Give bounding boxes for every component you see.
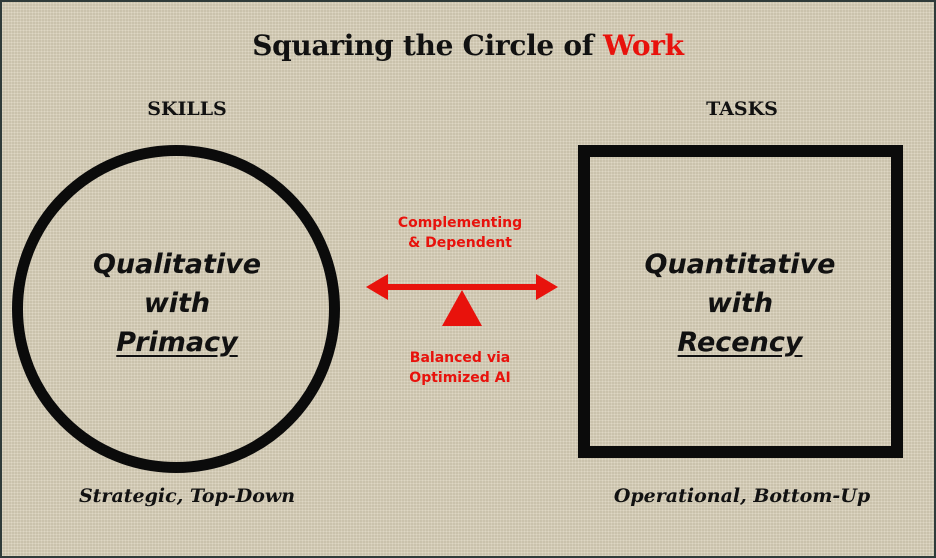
- arrow-right-icon: [536, 274, 558, 300]
- relationship-line-1: Complementing: [397, 215, 523, 231]
- balance-line-2: Optimized AI: [409, 370, 511, 386]
- diagram-title: Squaring the Circle of Work: [2, 29, 934, 62]
- fulcrum-triangle-icon: [442, 290, 482, 326]
- skills-heading: SKILLS: [147, 98, 227, 120]
- tasks-footer: Operational, Bottom-Up: [613, 485, 871, 507]
- tasks-square: [578, 145, 903, 458]
- tasks-line-2: with: [706, 288, 774, 319]
- balance-line-1: Balanced via: [409, 350, 511, 366]
- tasks-heading: TASKS: [706, 98, 778, 120]
- skills-line-3: Primacy: [116, 327, 238, 358]
- skills-line-1: Qualitative: [92, 249, 262, 280]
- skills-description: Qualitative with Primacy: [22, 245, 332, 362]
- balance-beam: [382, 284, 542, 290]
- tasks-line-3: Recency: [677, 327, 803, 358]
- tasks-line-1: Quantitative: [644, 249, 836, 280]
- tasks-description: Quantitative with Recency: [590, 245, 890, 362]
- balance-label: Balanced via Optimized AI: [370, 348, 550, 388]
- balance-icon: [366, 274, 558, 326]
- skills-line-2: with: [143, 288, 211, 319]
- skills-circle: [12, 145, 340, 473]
- arrow-left-icon: [366, 274, 388, 300]
- skills-footer: Strategic, Top-Down: [78, 485, 296, 507]
- relationship-label: Complementing & Dependent: [370, 213, 550, 253]
- title-prefix: Squaring the Circle of: [252, 29, 603, 62]
- relationship-line-2: & Dependent: [408, 235, 512, 251]
- title-highlight: Work: [602, 29, 684, 62]
